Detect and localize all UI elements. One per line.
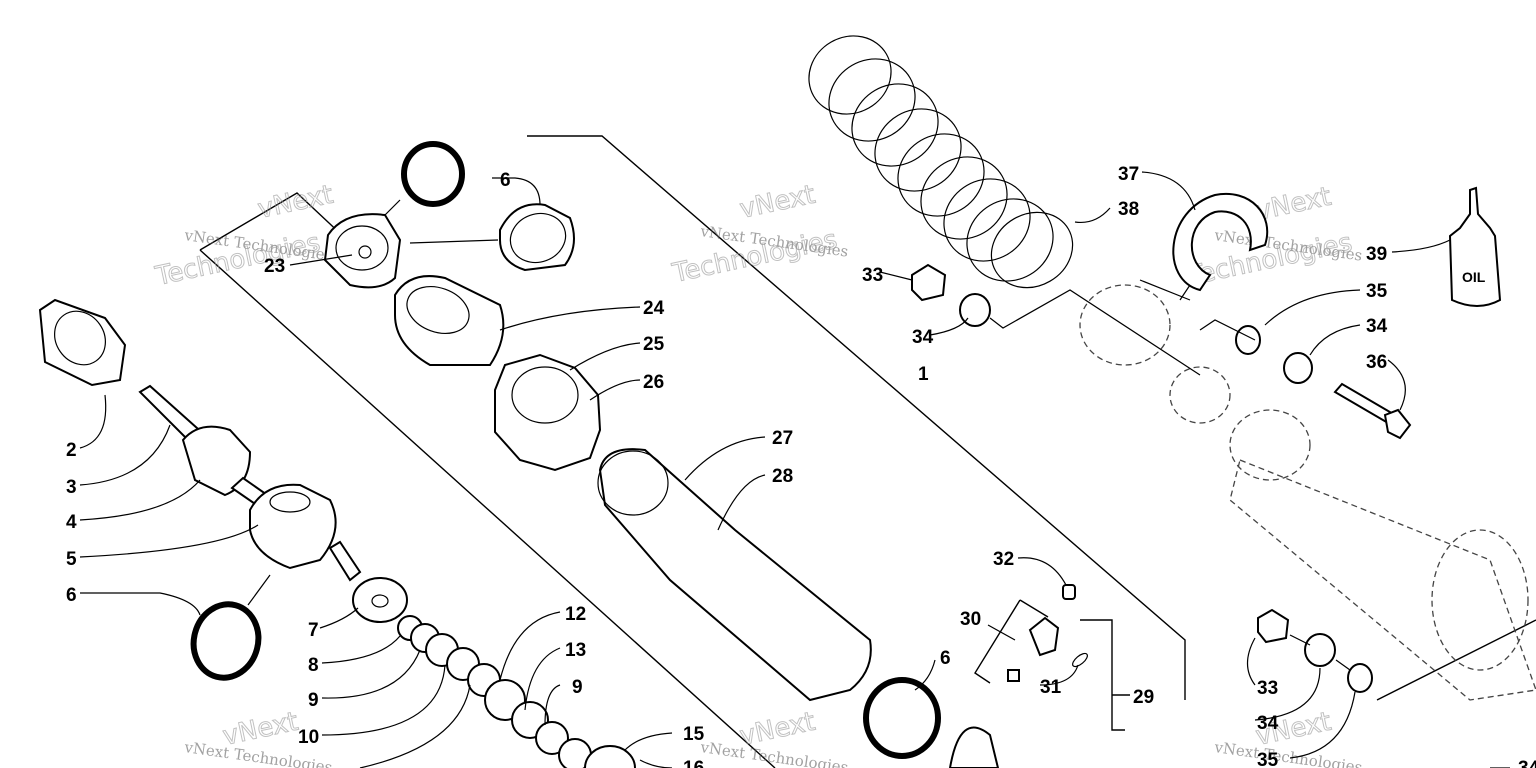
callout-23: 23 <box>264 256 285 277</box>
lower-hardware <box>1257 608 1373 693</box>
assembly-bracket-lines <box>199 135 1536 768</box>
callout-13: 13 <box>565 640 586 661</box>
callout-33: 33 <box>862 265 883 286</box>
callout-26: 26 <box>643 372 664 393</box>
callout-33: 33 <box>1257 678 1278 699</box>
callout-35: 35 <box>1257 750 1279 768</box>
callout-37: 37 <box>1118 164 1139 185</box>
valve-parts <box>948 584 1088 768</box>
oil-label: OIL <box>1462 269 1486 285</box>
callout-34: 34 <box>1366 316 1388 337</box>
callout-35: 35 <box>1366 281 1388 302</box>
reservoir-cap <box>323 213 402 289</box>
callout-38: 38 <box>1118 199 1139 220</box>
callout-39: 39 <box>1366 244 1387 265</box>
leader-lines <box>79 171 1510 768</box>
callout-31: 31 <box>1040 677 1062 698</box>
callout-8: 8 <box>308 655 319 676</box>
coil-spring <box>808 35 1074 289</box>
oil-bottle: OIL <box>1448 186 1502 307</box>
callout-4: 4 <box>66 512 77 533</box>
callout-16: 16 <box>683 758 704 768</box>
callout-10: 10 <box>298 727 319 748</box>
shock-body <box>597 448 872 702</box>
callout-29: 29 <box>1133 687 1154 708</box>
callout-1: 1 <box>918 364 929 385</box>
callout-36: 36 <box>1366 352 1387 373</box>
o-ring-6-top <box>401 141 465 207</box>
adjuster-ring-25-26 <box>494 353 602 472</box>
callout-9: 9 <box>572 677 583 698</box>
spring-keeper <box>1172 192 1269 292</box>
piston <box>249 483 362 582</box>
wear-band <box>499 203 575 272</box>
callout-2: 2 <box>66 440 77 461</box>
callout-15: 15 <box>683 724 705 745</box>
callout-24: 24 <box>643 298 665 319</box>
assembled-shock-outline <box>1079 284 1536 701</box>
o-ring-6-bottom <box>863 677 941 759</box>
callout-3: 3 <box>66 477 77 498</box>
callout-9: 9 <box>308 690 319 711</box>
callout-5: 5 <box>66 549 77 570</box>
o-ring-6-left <box>190 601 262 681</box>
upper-hardware <box>911 263 1412 440</box>
callout-7: 7 <box>308 620 319 641</box>
callout-25: 25 <box>643 334 665 355</box>
callout-34: 34 <box>1257 713 1279 734</box>
callout-30: 30 <box>960 609 981 630</box>
callout-34: 34 <box>1518 758 1536 768</box>
callout-28: 28 <box>772 466 793 487</box>
callout-6: 6 <box>500 170 511 191</box>
shim-stack <box>352 577 636 768</box>
svg-text:vNext: vNext <box>737 180 818 225</box>
spacer-sleeve-24 <box>394 275 505 366</box>
callout-34: 34 <box>912 327 934 348</box>
callout-27: 27 <box>772 428 793 449</box>
callout-6: 6 <box>940 648 951 669</box>
callout-numbers: 1 2 3 4 5 6 6 6 7 8 9 9 10 12 13 15 16 2… <box>66 164 1536 768</box>
bump-stop-cup <box>38 298 127 387</box>
callout-6: 6 <box>66 585 77 606</box>
callout-12: 12 <box>565 604 586 625</box>
callout-32: 32 <box>993 549 1014 570</box>
